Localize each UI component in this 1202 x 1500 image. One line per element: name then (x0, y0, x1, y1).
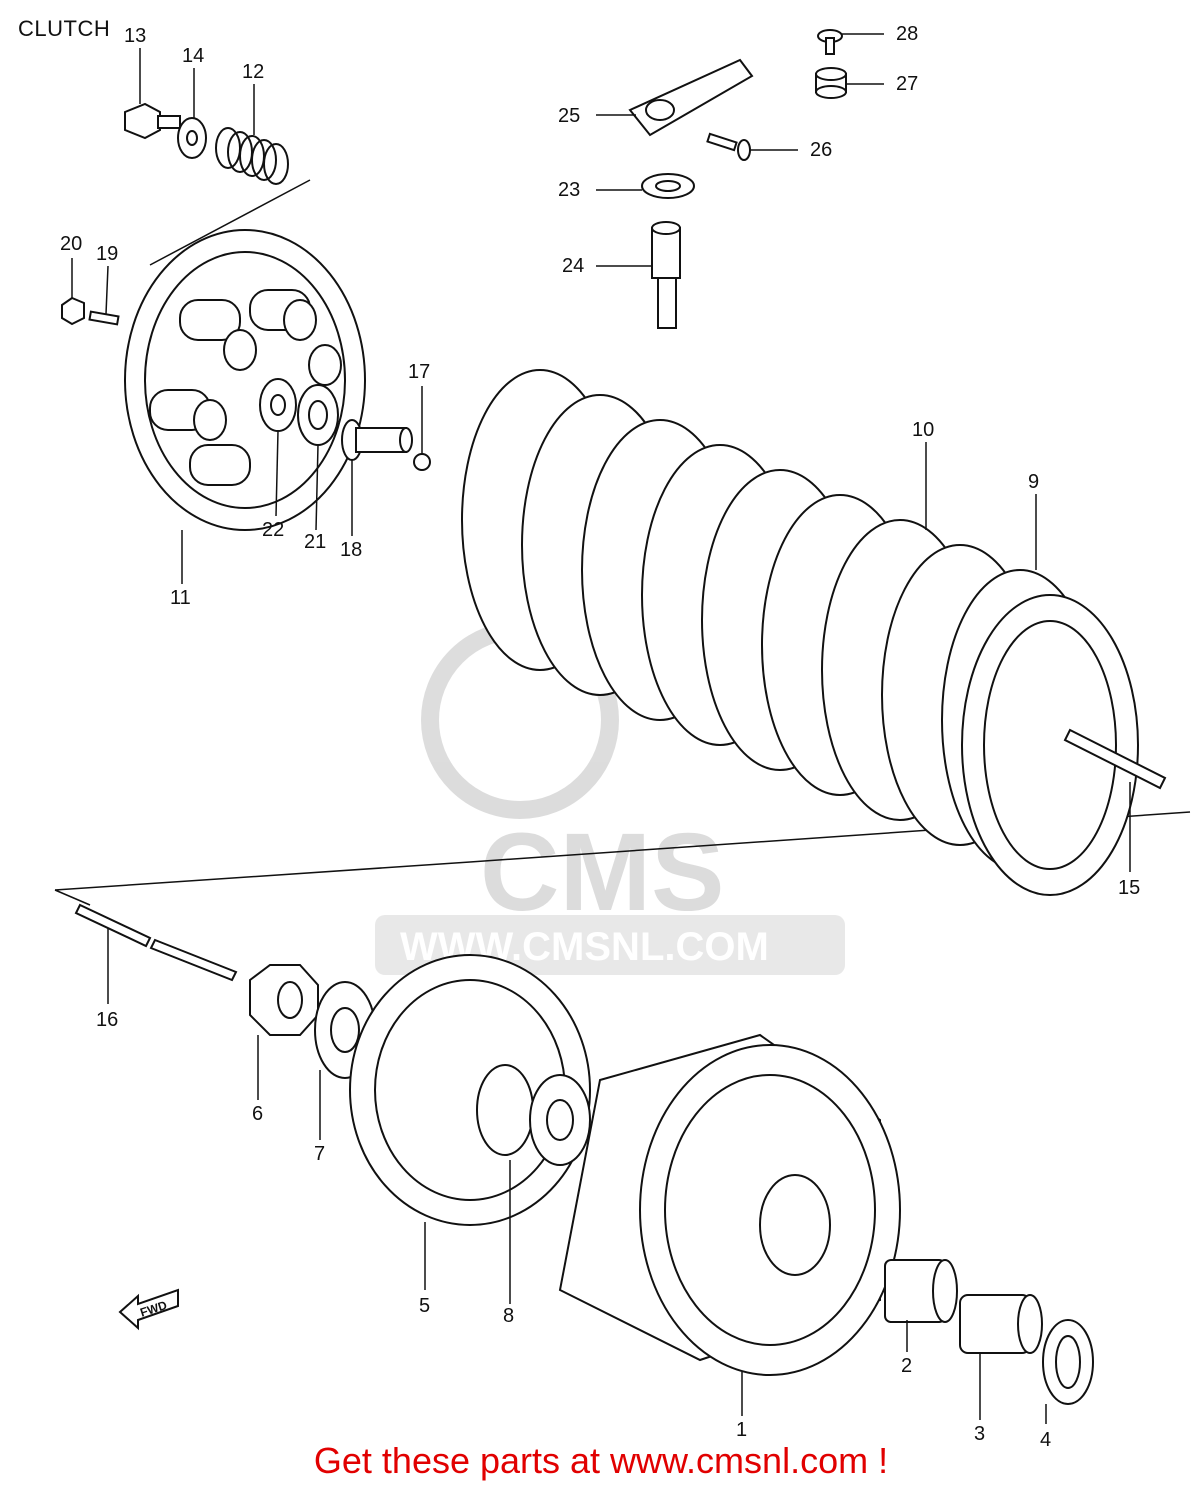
part-25-release-arm (628, 58, 754, 137)
part-3-spacer (959, 1294, 1043, 1354)
part-14-washer (177, 117, 207, 159)
diagram-title: CLUTCH (18, 16, 111, 41)
part-4-washer (1042, 1319, 1094, 1405)
part-13-bolt (124, 102, 181, 140)
label-3: 3 (974, 1423, 985, 1445)
clutch-plate-stack (461, 369, 1139, 896)
forward-arrow-icon: FWD (118, 1288, 179, 1331)
part-16-push-rods (74, 903, 238, 982)
label-17: 17 (408, 361, 430, 383)
label-24: 24 (562, 255, 584, 277)
part-5-sleeve-hub (349, 954, 591, 1226)
part-19-screw (88, 310, 120, 326)
part-11-pressure-plate (124, 229, 366, 531)
part-2-needle-bearing (884, 1259, 958, 1323)
watermark-brand: CMS (480, 811, 724, 934)
label-21: 21 (304, 531, 326, 553)
part-22-washer (259, 378, 297, 432)
part-8-thrust-washer (529, 1074, 591, 1166)
label-13: 13 (124, 25, 146, 47)
part-17-ball (413, 453, 431, 471)
footer-link[interactable]: Get these parts at www.cmsnl.com ! (313, 1440, 889, 1481)
part-26-bolt (706, 132, 751, 161)
label-28: 28 (896, 23, 918, 45)
label-26: 26 (810, 139, 832, 161)
label-9: 9 (1028, 471, 1039, 493)
label-2: 2 (901, 1355, 912, 1377)
part-24-release-shaft (651, 221, 681, 329)
leader-lines (71, 33, 1131, 1424)
part-27-collar (815, 67, 847, 99)
part-1-clutch-housing (558, 1033, 901, 1376)
label-12: 12 (242, 61, 264, 83)
label-14: 14 (182, 45, 204, 67)
part-15-push-rod (1063, 728, 1167, 790)
label-4: 4 (1040, 1429, 1051, 1451)
part-20-nut (61, 296, 85, 326)
label-1: 1 (736, 1419, 747, 1441)
label-18: 18 (340, 539, 362, 561)
label-8: 8 (503, 1305, 514, 1327)
fwd-mark: FWD (138, 1298, 169, 1320)
label-25: 25 (558, 105, 580, 127)
label-11: 11 (170, 587, 191, 609)
part-12-spring (215, 127, 289, 185)
label-22: 22 (262, 519, 284, 541)
part-23-oil-seal (641, 173, 695, 199)
label-20: 20 (60, 233, 82, 255)
label-19: 19 (96, 243, 118, 265)
label-15: 15 (1118, 877, 1140, 899)
label-7: 7 (314, 1143, 325, 1165)
part-21-bearing (297, 384, 339, 446)
label-23: 23 (558, 179, 580, 201)
label-5: 5 (419, 1295, 430, 1317)
label-6: 6 (252, 1103, 263, 1125)
part-labels: 13 14 12 20 19 28 27 25 26 23 24 17 10 9… (60, 23, 1140, 1451)
label-10: 10 (912, 419, 934, 441)
part-6-nut (249, 964, 319, 1036)
part-18-push-piece (341, 419, 413, 461)
label-16: 16 (96, 1009, 118, 1031)
part-28-screw (817, 29, 843, 55)
label-27: 27 (896, 73, 918, 95)
